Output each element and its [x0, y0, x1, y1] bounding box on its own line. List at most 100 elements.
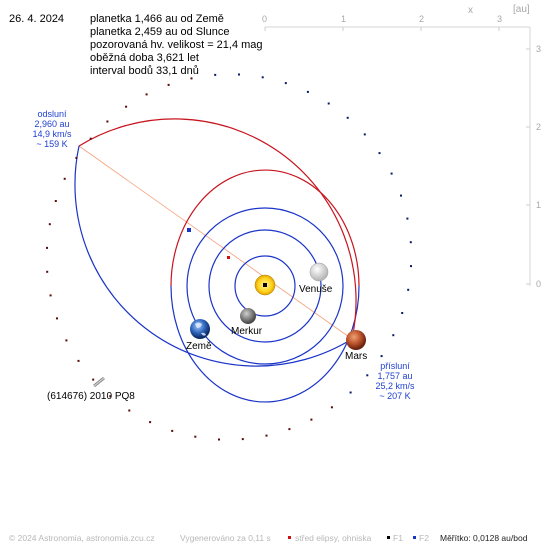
asteroid-orbit-back — [74, 145, 353, 367]
asteroid-marker — [93, 376, 105, 388]
orbit-point — [400, 194, 402, 197]
orbit-point — [390, 172, 393, 175]
orbit-point — [401, 312, 404, 314]
mars-orbit-front — [170, 169, 360, 287]
orbit-point — [65, 339, 68, 342]
orbit-point — [125, 105, 128, 108]
aphelion-distance: 2,960 au — [34, 119, 70, 129]
orbit-point — [167, 83, 170, 86]
info-distance-sun: planetka 2,459 au od Slunce — [90, 26, 230, 38]
mercury-orbit — [234, 255, 296, 317]
orbit-point — [392, 334, 395, 337]
unit-label: [au] — [513, 4, 530, 15]
perihelion-speed: 25,2 km/s — [375, 381, 415, 391]
footer-scale: Měřítko: 0,0128 au/bod — [440, 533, 528, 543]
legend-f2-marker — [413, 536, 416, 539]
legend-f1-marker — [387, 536, 390, 539]
orbit-point — [310, 418, 313, 421]
orbit-point — [46, 270, 49, 273]
x-tick-label: 1 — [341, 14, 347, 24]
asteroid-label: (614676) 2010 PQ8 — [47, 391, 135, 402]
mars — [346, 330, 366, 350]
aphelion-temperature: ~ 159 K — [36, 139, 68, 149]
orbit-point — [48, 223, 51, 226]
info-magnitude: pozorovaná hv. velikost = 21,4 mag — [90, 39, 263, 51]
mars-label: Mars — [345, 351, 368, 362]
orbit-point — [63, 177, 66, 180]
orbit-point — [288, 428, 291, 431]
orbit-point — [363, 133, 366, 136]
apsides-line — [78, 145, 353, 340]
venus — [309, 262, 329, 282]
earth-label: Země — [186, 341, 212, 352]
perihelion-temperature: ~ 207 K — [379, 391, 411, 401]
earth — [190, 319, 210, 339]
orbit-point — [284, 82, 287, 85]
orbit-point — [327, 102, 330, 105]
x-axis-label: x — [468, 5, 473, 16]
info-interval: interval bodů 33,1 dnů — [90, 65, 199, 77]
orbit-point — [75, 156, 78, 159]
footer-f2-legend: F2 — [419, 533, 429, 543]
orbit-point — [349, 391, 352, 394]
orbit-point — [49, 294, 52, 297]
orbit-point — [346, 116, 349, 119]
venus-label: Venuše — [299, 284, 333, 295]
orbit-point — [190, 77, 193, 80]
x-tick-label: 3 — [497, 14, 503, 24]
orbit-point — [46, 246, 48, 249]
x-axis-ticks — [264, 27, 500, 31]
perihelion-distance: 1,757 au — [377, 371, 413, 381]
info-period: oběžná doba 3,621 let — [90, 52, 199, 64]
orbit-point — [380, 355, 383, 358]
orbit-point — [241, 438, 244, 441]
footer-copyright: © 2024 Astronomia, astronomia.zcu.cz — [9, 533, 155, 543]
orbit-point — [145, 93, 148, 96]
legend-center-marker — [288, 536, 291, 539]
x-tick-label: 0 — [262, 14, 268, 24]
orbit-point — [409, 241, 412, 244]
footer-f1-legend: F1 — [393, 533, 403, 543]
earth-clouds — [195, 322, 206, 336]
orbit-point — [261, 76, 264, 79]
orbit-points — [46, 73, 412, 441]
ellipse-center-marker — [227, 256, 230, 259]
orbit-point — [128, 409, 131, 412]
orbit-point — [77, 359, 80, 362]
focus-f1-marker — [263, 283, 267, 287]
orbit-point — [89, 137, 92, 140]
y-tick-label: 1 — [536, 200, 542, 210]
y-tick-label: 2 — [536, 122, 542, 132]
orbit-point — [214, 73, 217, 76]
orbit-point — [366, 374, 369, 377]
orbit-point — [330, 406, 333, 409]
orbit-point — [106, 120, 109, 123]
y-axis-ticks — [526, 48, 530, 285]
orbit-point — [171, 429, 174, 432]
aphelion-title: odsluní — [37, 109, 67, 119]
orbit-point — [407, 288, 410, 291]
y-tick-label: 3 — [536, 44, 542, 54]
orbit-point — [56, 317, 58, 320]
orbit-point — [54, 200, 57, 202]
info-distance-earth: planetka 1,466 au od Země — [90, 13, 224, 25]
aphelion-speed: 14,9 km/s — [32, 129, 72, 139]
footer-center-legend: střed elipsy, ohniska — [295, 533, 372, 543]
y-tick-label: 0 — [536, 279, 542, 289]
date-label: 26. 4. 2024 — [9, 13, 65, 25]
orbit-point — [378, 152, 381, 155]
orbit-point — [149, 421, 152, 424]
earth-orbit — [186, 207, 344, 365]
orbit-point — [109, 395, 112, 398]
perihelion-title: přísluní — [380, 361, 410, 371]
x-tick-label: 2 — [419, 14, 425, 24]
orbit-point — [406, 217, 409, 220]
orbit-point — [238, 73, 240, 76]
orbit-point — [306, 90, 309, 93]
asteroid-orbit-front — [78, 118, 357, 340]
orbit-point — [218, 438, 220, 441]
perihelion-label: přísluní 1,757 au 25,2 km/s ~ 207 K — [370, 361, 420, 401]
footer-generated: Vygenerováno za 0,11 s — [180, 533, 271, 543]
mercury — [240, 308, 256, 324]
